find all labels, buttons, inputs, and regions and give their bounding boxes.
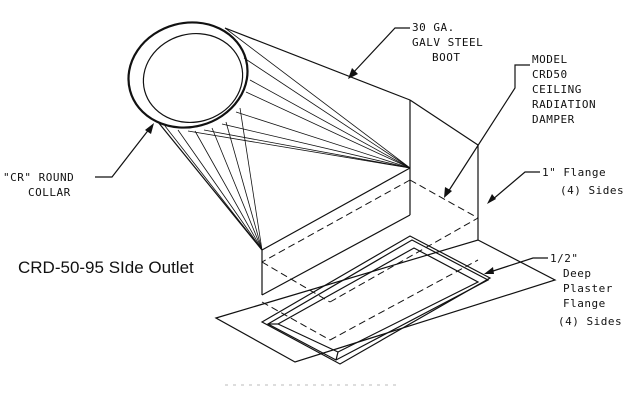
boot-leader [348,27,410,79]
boot-body [261,99,479,251]
plaster-line-1: 1/2" [550,252,579,265]
damper-line-5: DAMPER [532,113,575,126]
damper-line-3: CEILING [532,83,582,96]
damper-line-1: MODEL [532,53,568,66]
boot-lines [157,27,411,251]
caption: CRD-50-95 SIde Outlet [18,258,194,277]
collar-leader [95,123,154,178]
collar-label: "CR" ROUND COLLAR [3,171,81,199]
damper-box [261,179,479,303]
flange-leader [487,171,540,204]
damper-leader [444,64,530,198]
plaster-line-5: (4) Sides [558,315,622,328]
boot-line-2: GALV STEEL [412,36,483,49]
ceiling-flange [214,235,557,365]
boot-line-1: 30 GA. [412,21,455,34]
plaster-line-4: Flange [563,297,606,310]
collar-line-2: COLLAR [28,186,71,199]
plaster-line-2: Deep [563,267,592,280]
plaster-leader [484,257,548,274]
plaster-line-3: Plaster [563,282,613,295]
collar-line-1: "CR" ROUND [3,171,74,184]
plaster-flange [261,239,490,361]
damper-line-2: CRD50 [532,68,568,81]
damper-label: MODEL CRD50 CEILING RADIATION DAMPER [532,53,603,126]
boot-label: 30 GA. GALV STEEL BOOT [412,21,490,64]
flange-line-2: (4) Sides [560,184,624,197]
flange-label: 1" Flange (4) Sides [542,166,624,197]
damper-line-4: RADIATION [532,98,596,111]
flange-line-1: 1" Flange [542,166,606,179]
round-collar [127,21,249,129]
plaster-label: 1/2" Deep Plaster Flange (4) Sides [550,252,622,328]
boot-line-3: BOOT [432,51,461,64]
